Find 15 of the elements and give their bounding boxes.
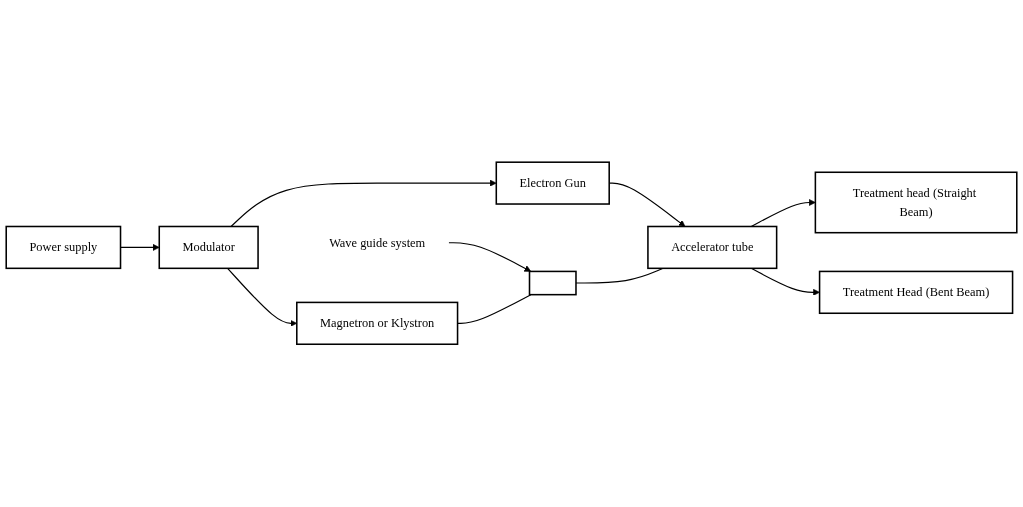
node-box: Treatment head (Straight Beam)	[814, 171, 1018, 234]
arrow	[750, 199, 816, 228]
arrow	[750, 268, 820, 297]
connector	[575, 268, 664, 284]
node-box: Power supply	[5, 226, 122, 270]
node-box: Magnetron or Klystron	[296, 301, 459, 346]
arrow	[447, 242, 532, 272]
node-box	[528, 270, 577, 296]
node-box: Electron Gun	[495, 161, 610, 206]
connector	[457, 294, 532, 325]
node-box: Modulator	[158, 226, 259, 270]
node-text: Wave guide system	[329, 236, 426, 250]
node-box: Accelerator tube	[647, 226, 778, 270]
arrow	[230, 180, 497, 228]
node-box: Treatment Head (Bent Beam)	[818, 270, 1014, 315]
